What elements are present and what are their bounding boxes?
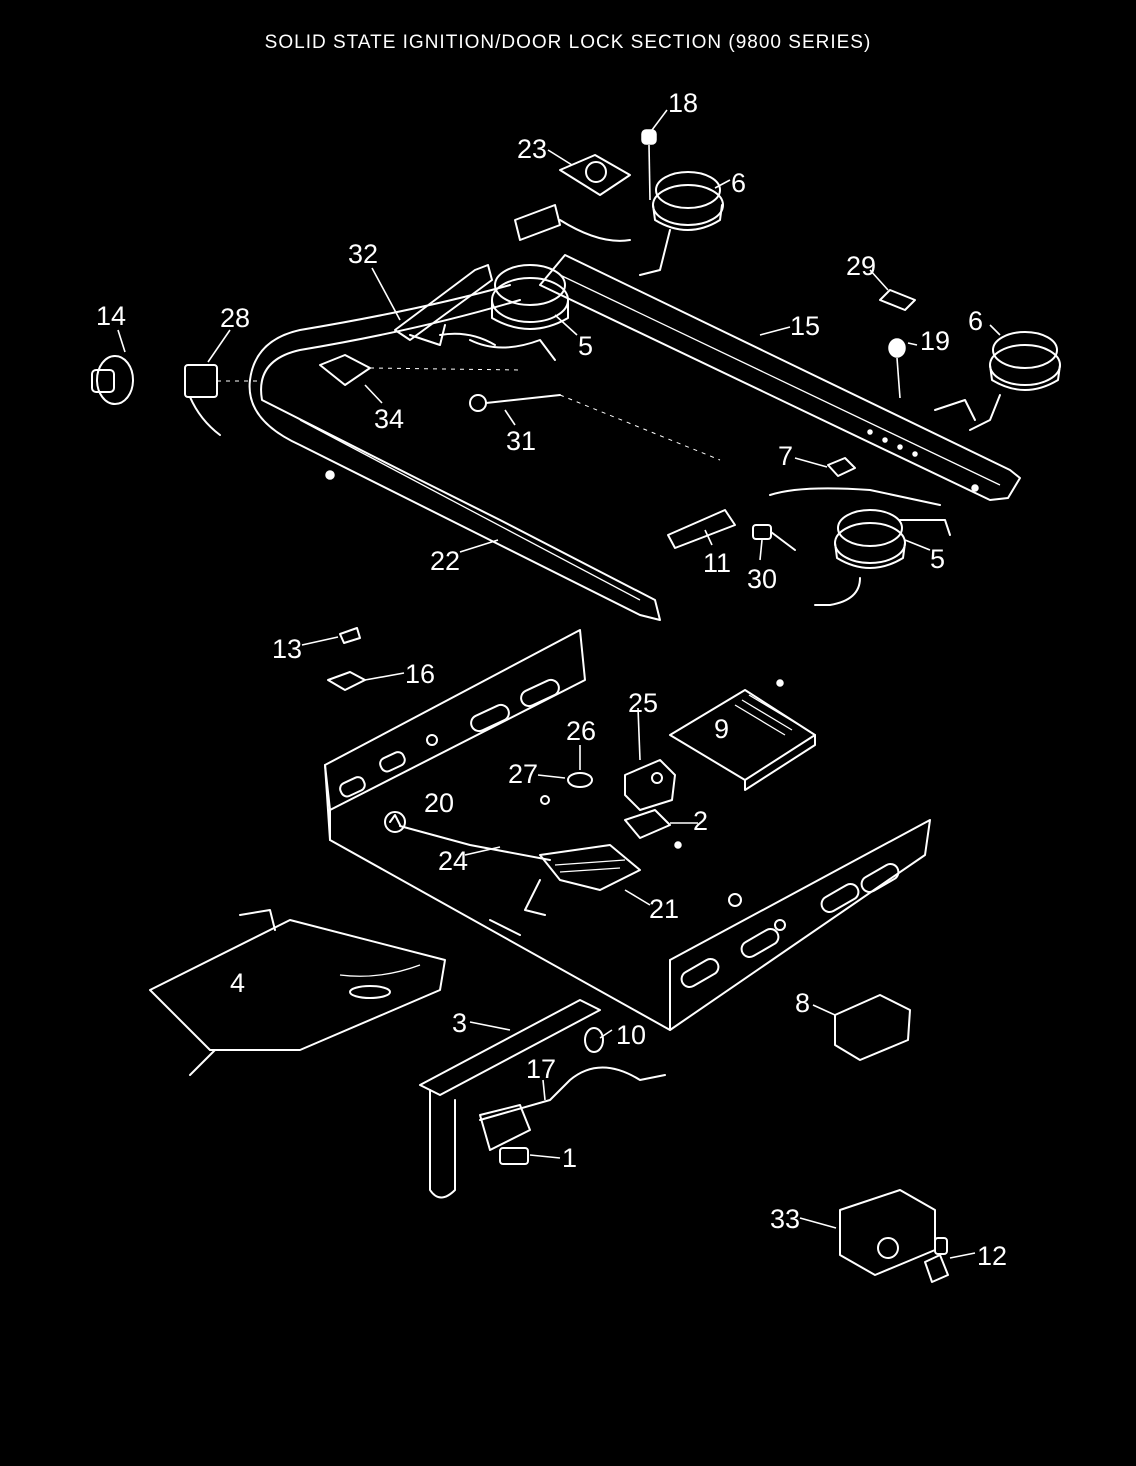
electrode-11	[667, 509, 736, 549]
lock-motor-21	[399, 825, 641, 936]
callout-26: 26	[566, 716, 596, 746]
callout-9: 9	[714, 714, 729, 744]
tray-4	[149, 909, 446, 1076]
callout-8: 8	[795, 988, 810, 1018]
callout-15: 15	[790, 311, 820, 341]
burner-5-right	[814, 509, 951, 606]
callout-labels: 18 23 6 32 29 14 28 15 6 19 5 34 31 7 22…	[96, 88, 1007, 1271]
screw-30	[752, 524, 796, 551]
grommet-20	[384, 811, 406, 833]
timer-33	[839, 1189, 936, 1276]
callout-23: 23	[517, 134, 547, 164]
callout-14: 14	[96, 301, 126, 331]
callout-21: 21	[649, 894, 679, 924]
igniter-10	[584, 1027, 604, 1053]
callout-12: 12	[977, 1241, 1007, 1271]
switch-28	[184, 364, 260, 436]
connector-1	[499, 1147, 529, 1165]
callout-28: 28	[220, 303, 250, 333]
callout-6: 6	[968, 306, 983, 336]
burner-tube-3	[419, 999, 601, 1199]
callout-4: 4	[230, 968, 245, 998]
igniter-17-wire	[479, 1066, 666, 1151]
latch-25	[624, 759, 676, 811]
callout-24: 24	[438, 846, 468, 876]
lock-parts-26-27	[540, 772, 593, 805]
callout-18: 18	[668, 88, 698, 118]
callout-22: 22	[430, 546, 460, 576]
switch-8	[834, 994, 911, 1061]
callout-30: 30	[747, 564, 777, 594]
callout-32: 32	[348, 239, 378, 269]
callout-2: 2	[693, 806, 708, 836]
chassis-frame	[324, 629, 931, 1031]
callout-5: 5	[578, 331, 593, 361]
callout-25: 25	[628, 688, 658, 718]
electrode-34	[319, 354, 521, 386]
manifold-15	[539, 254, 1021, 501]
knob-12	[924, 1237, 949, 1283]
igniter-18	[641, 129, 657, 201]
clip-7	[827, 457, 856, 477]
diagram-title: SOLID STATE IGNITION/DOOR LOCK SECTION (…	[264, 32, 872, 53]
callout-27: 27	[508, 759, 538, 789]
lead-wire	[769, 487, 941, 506]
callout-5: 5	[930, 544, 945, 574]
callout-20: 20	[424, 788, 454, 818]
callout-13: 13	[272, 634, 302, 664]
ignition-module-9	[669, 679, 816, 791]
igniter-19	[888, 338, 906, 399]
callout-19: 19	[920, 326, 950, 356]
callout-7: 7	[778, 441, 793, 471]
callout-10: 10	[616, 1020, 646, 1050]
leader-lines	[117, 109, 1001, 1259]
callout-3: 3	[452, 1008, 467, 1038]
bracket-29	[879, 289, 916, 311]
callout-6: 6	[731, 168, 746, 198]
switch-2	[624, 809, 682, 849]
burner-6-right	[934, 331, 1061, 431]
callout-31: 31	[506, 426, 536, 456]
callout-11: 11	[703, 548, 731, 578]
callout-33: 33	[770, 1204, 800, 1234]
orifice-holder-23	[514, 154, 631, 242]
burner-6-top	[639, 171, 724, 276]
burner-5-left	[439, 264, 569, 361]
callout-34: 34	[374, 404, 404, 434]
callout-16: 16	[405, 659, 435, 689]
callout-1: 1	[562, 1143, 577, 1173]
knob-14	[91, 355, 134, 405]
callout-17: 17	[526, 1054, 556, 1084]
valve-32	[394, 264, 493, 346]
callout-29: 29	[846, 251, 876, 281]
spark-wire-31	[469, 394, 721, 461]
gas-tube-22	[248, 284, 661, 621]
